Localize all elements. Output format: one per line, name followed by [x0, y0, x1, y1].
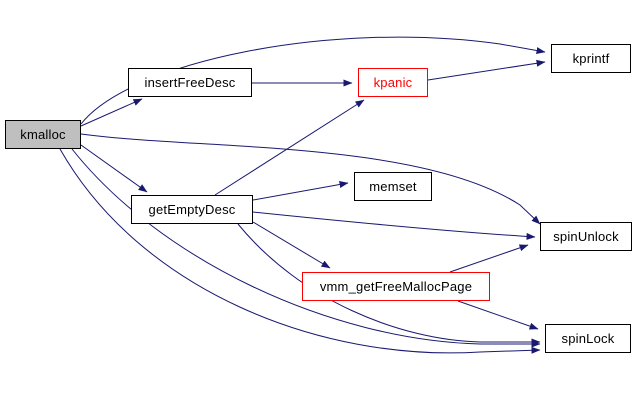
graph-node-label: getEmptyDesc — [148, 202, 236, 217]
graph-node-kprintf[interactable]: kprintf — [551, 44, 631, 73]
graph-node-label: kmalloc — [20, 127, 66, 142]
graph-node-label: kpanic — [373, 75, 413, 90]
graph-node-kmalloc[interactable]: kmalloc — [5, 120, 81, 149]
edge-getEmptyDesc-to-kpanic — [214, 99, 365, 196]
edge-kmalloc-to-spinLock — [59, 148, 541, 354]
graph-node-label: spinLock — [561, 331, 615, 346]
edges-group — [59, 36, 546, 354]
graph-node-kpanic[interactable]: kpanic — [358, 68, 428, 97]
graph-node-label: memset — [369, 179, 417, 194]
edge-getEmptyDesc-to-memset — [252, 181, 349, 201]
edge-kmalloc-to-kprintf — [80, 36, 546, 125]
edge-vmm_getFreeMallocPage-to-spinLock — [457, 300, 539, 330]
edge-kpanic-to-kprintf — [427, 59, 546, 81]
edge-vmm_getFreeMallocPage-to-spinUnlock — [449, 244, 529, 273]
edge-kmalloc-to-spinLock — [71, 148, 541, 348]
edge-kmalloc-to-getEmptyDesc — [80, 144, 148, 193]
graph-node-vmm_getFreeMallocPage[interactable]: vmm_getFreeMallocPage — [302, 272, 490, 301]
graph-node-spinUnlock[interactable]: spinUnlock — [540, 222, 632, 251]
graph-node-spinLock[interactable]: spinLock — [545, 324, 631, 353]
graph-node-label: vmm_getFreeMallocPage — [319, 279, 473, 294]
graph-node-memset[interactable]: memset — [354, 172, 432, 201]
edge-getEmptyDesc-to-spinLock — [237, 223, 541, 346]
edge-getEmptyDesc-to-spinUnlock — [252, 211, 536, 240]
edge-kmalloc-to-spinUnlock — [80, 133, 541, 225]
graph-node-label: insertFreeDesc — [144, 75, 236, 90]
edge-kmalloc-to-insertFreeDesc — [80, 98, 143, 127]
edge-getEmptyDesc-to-vmm_getFreeMallocPage — [252, 221, 331, 269]
graph-node-label: kprintf — [572, 51, 610, 66]
graph-node-label: spinUnlock — [553, 229, 619, 244]
graph-node-insertFreeDesc[interactable]: insertFreeDesc — [128, 68, 252, 97]
graph-node-getEmptyDesc[interactable]: getEmptyDesc — [131, 195, 253, 224]
